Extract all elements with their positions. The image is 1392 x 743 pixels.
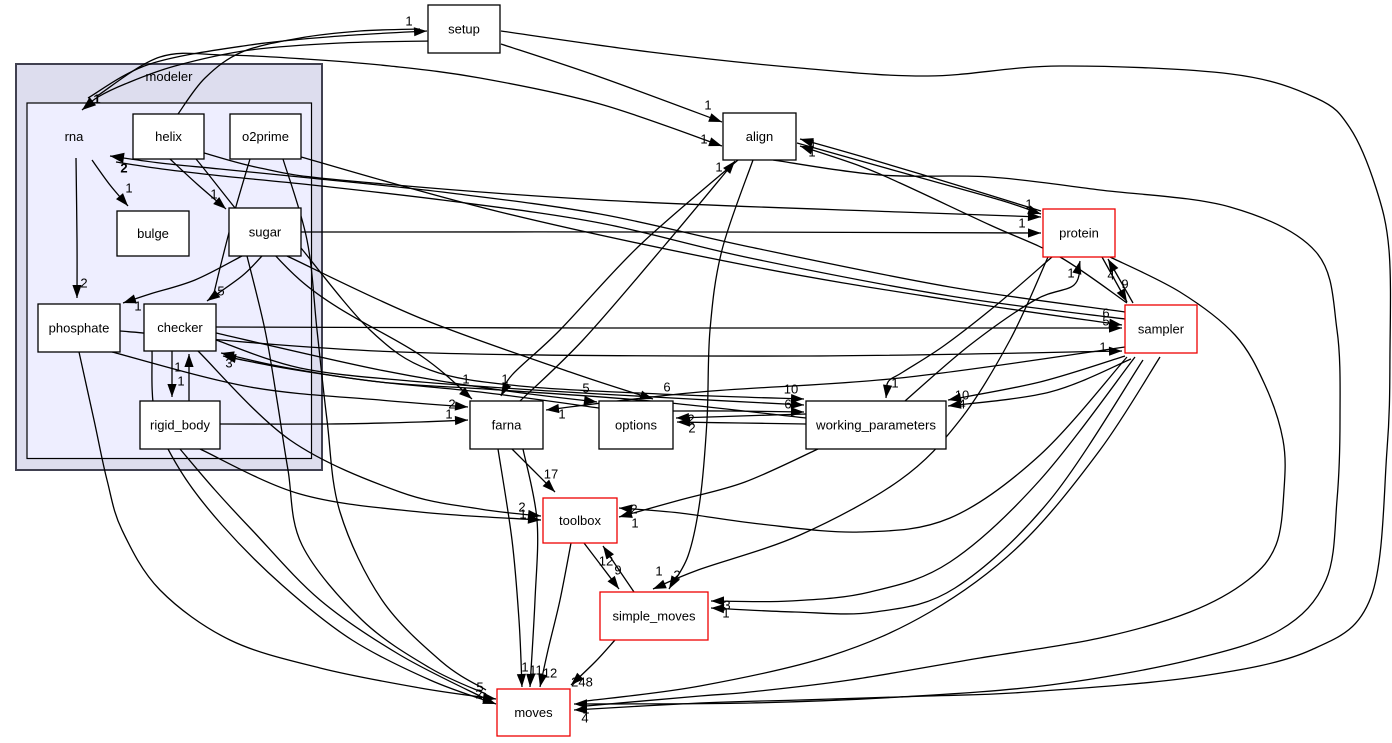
- svg-text:2: 2: [518, 500, 525, 515]
- svg-text:2: 2: [475, 687, 482, 702]
- svg-text:simple_moves: simple_moves: [612, 609, 696, 624]
- svg-text:modeler: modeler: [146, 69, 194, 84]
- svg-text:2: 2: [673, 568, 680, 583]
- svg-text:2: 2: [687, 412, 694, 427]
- svg-text:moves: moves: [514, 705, 553, 720]
- svg-text:1: 1: [134, 299, 141, 314]
- svg-text:1: 1: [558, 407, 565, 422]
- svg-text:1: 1: [715, 160, 722, 175]
- svg-text:2: 2: [630, 502, 637, 517]
- svg-text:3: 3: [723, 598, 730, 613]
- svg-text:o2prime: o2prime: [242, 129, 289, 144]
- svg-text:4: 4: [958, 397, 965, 412]
- svg-text:11: 11: [529, 663, 543, 678]
- svg-text:toolbox: toolbox: [559, 513, 601, 528]
- svg-text:sampler: sampler: [1138, 322, 1185, 337]
- svg-text:options: options: [615, 418, 657, 433]
- svg-text:2: 2: [120, 161, 127, 176]
- svg-text:1: 1: [519, 507, 526, 522]
- svg-text:10: 10: [955, 388, 969, 403]
- svg-text:6: 6: [1102, 306, 1109, 321]
- svg-text:working_parameters: working_parameters: [815, 418, 937, 433]
- svg-text:1: 1: [93, 92, 100, 107]
- svg-text:1: 1: [704, 98, 711, 113]
- svg-text:1: 1: [700, 132, 707, 147]
- svg-text:protein: protein: [1059, 226, 1099, 241]
- svg-text:1: 1: [501, 372, 508, 387]
- svg-text:9: 9: [1121, 277, 1128, 292]
- svg-text:align: align: [746, 129, 773, 144]
- svg-text:checker: checker: [157, 320, 203, 335]
- svg-text:1: 1: [655, 564, 662, 579]
- svg-text:1: 1: [174, 360, 181, 375]
- svg-text:12: 12: [599, 554, 613, 569]
- svg-text:sugar: sugar: [249, 225, 282, 240]
- svg-text:1: 1: [631, 516, 638, 531]
- svg-text:2: 2: [688, 421, 695, 436]
- svg-text:1: 1: [445, 407, 452, 422]
- svg-text:1: 1: [582, 702, 589, 717]
- svg-text:6: 6: [663, 380, 670, 395]
- svg-text:1: 1: [462, 372, 469, 387]
- svg-text:rna: rna: [65, 129, 85, 144]
- svg-text:10: 10: [784, 382, 798, 397]
- svg-text:4: 4: [581, 711, 588, 726]
- svg-text:17: 17: [544, 467, 558, 482]
- svg-text:phosphate: phosphate: [49, 321, 110, 336]
- svg-text:2: 2: [448, 397, 455, 412]
- svg-text:1: 1: [405, 14, 412, 29]
- svg-text:1: 1: [808, 145, 815, 160]
- svg-text:farna: farna: [492, 418, 522, 433]
- svg-text:1: 1: [1067, 266, 1074, 281]
- svg-text:setup: setup: [448, 22, 480, 37]
- svg-text:1: 1: [722, 606, 729, 621]
- svg-text:1: 1: [1025, 197, 1032, 212]
- svg-text:bulge: bulge: [137, 226, 169, 241]
- svg-text:5: 5: [582, 381, 589, 396]
- svg-text:3: 3: [225, 356, 232, 371]
- svg-text:helix: helix: [155, 129, 182, 144]
- svg-text:1: 1: [891, 376, 898, 391]
- svg-text:1: 1: [521, 660, 528, 675]
- svg-text:rigid_body: rigid_body: [150, 418, 210, 433]
- svg-text:5: 5: [217, 284, 224, 299]
- svg-text:2: 2: [80, 276, 87, 291]
- svg-text:5: 5: [1102, 314, 1109, 329]
- svg-text:1: 1: [1099, 340, 1106, 355]
- svg-text:4: 4: [1107, 268, 1114, 283]
- svg-text:1: 1: [177, 374, 184, 389]
- svg-text:1: 1: [210, 187, 217, 202]
- svg-text:248: 248: [571, 675, 593, 690]
- svg-text:1: 1: [125, 181, 132, 196]
- svg-text:5: 5: [476, 680, 483, 695]
- svg-text:1: 1: [809, 137, 816, 152]
- svg-text:9: 9: [614, 563, 621, 578]
- svg-text:6: 6: [784, 397, 791, 412]
- svg-text:1: 1: [1018, 216, 1025, 231]
- svg-text:12: 12: [543, 666, 557, 681]
